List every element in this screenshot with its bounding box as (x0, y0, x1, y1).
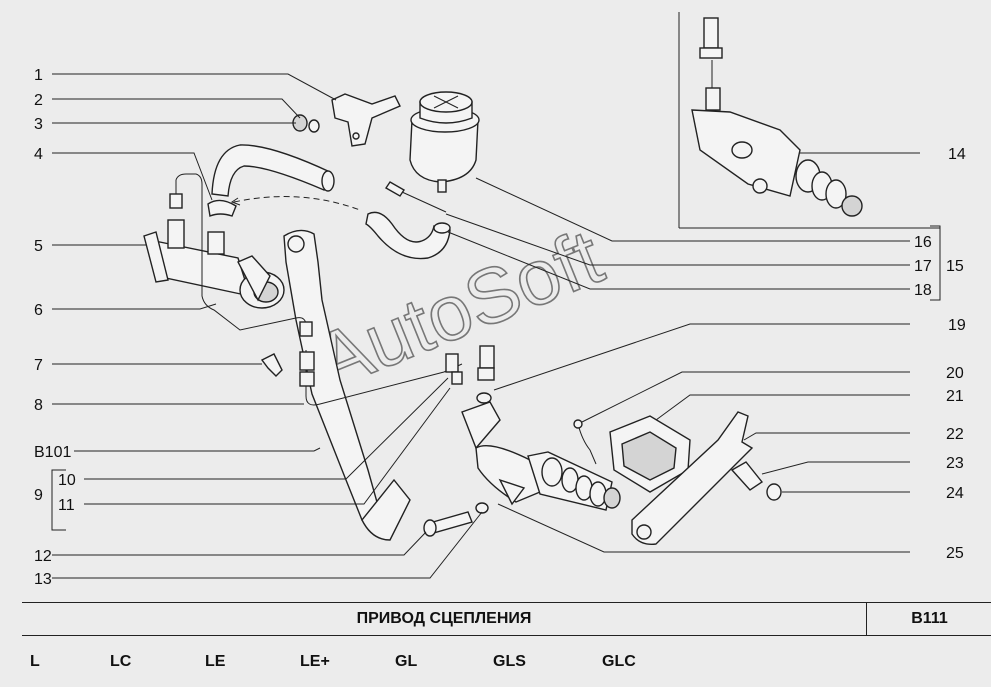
model-label: LE+ (300, 653, 330, 670)
bushing-part (730, 461, 782, 501)
callout-9: 9 (34, 487, 43, 504)
callout-21: 21 (946, 388, 964, 405)
model-label: GL (395, 653, 418, 670)
route-dashed-line (233, 196, 361, 211)
callout-20: 20 (946, 365, 964, 382)
callout-23: 23 (946, 455, 964, 472)
model-label: GLS (493, 653, 526, 670)
fittings-part (445, 345, 495, 404)
master-cylinder-part (143, 219, 285, 309)
callout-3: 3 (34, 116, 43, 133)
model-label: GLC (602, 653, 636, 670)
diagram-title: ПРИВОД СЦЕПЛЕНИЯ (22, 603, 867, 635)
model-label: LC (110, 653, 132, 670)
upper-hose-part (207, 144, 335, 217)
leader-lines (51, 73, 941, 579)
release-fork-part (631, 411, 754, 545)
callout-15: 15 (946, 258, 964, 275)
callout-19: 19 (948, 317, 966, 334)
nut-washer-part (292, 114, 320, 133)
clutch-drive-diagram: AutoSoft (34, 12, 966, 588)
callout-17: 17 (914, 258, 932, 275)
callout-2: 2 (34, 92, 43, 109)
inset-slave-cylinder-part (691, 17, 863, 217)
page-code: B111 (911, 610, 948, 627)
clutch-pipe-part (169, 173, 463, 406)
callout-18: 18 (914, 282, 932, 299)
callout-25: 25 (946, 545, 964, 562)
pedal-lever-part (283, 229, 411, 541)
callout-b101: B101 (34, 444, 71, 461)
clip-part (385, 181, 447, 213)
title-bar: ПРИВОД СЦЕПЛЕНИЯ B111 (22, 602, 991, 636)
callout-14: 14 (948, 146, 966, 163)
callout-11: 11 (58, 497, 75, 514)
callout-6: 6 (34, 302, 43, 319)
model-list: L LC LE LE+ GL GLS GLC (0, 650, 991, 678)
model-label: L (30, 653, 40, 670)
callout-16: 16 (914, 234, 932, 251)
callout-12: 12 (34, 548, 52, 565)
reservoir-part (409, 91, 480, 193)
callout-13: 13 (34, 571, 52, 588)
callout-5: 5 (34, 238, 43, 255)
model-label: LE (205, 653, 226, 670)
inset-frame (678, 12, 940, 229)
lower-hose-part (365, 211, 451, 260)
callout-22: 22 (946, 426, 964, 443)
callout-10: 10 (58, 472, 76, 489)
bracket-part (331, 93, 401, 147)
callout-1: 1 (34, 67, 43, 84)
callout-labels: 1 2 3 4 5 6 7 8 B101 9 10 11 12 13 14 16… (34, 67, 966, 588)
boot-part (573, 415, 691, 493)
bolt-washer-part (423, 502, 489, 537)
pipe-clip-part (260, 353, 283, 377)
callout-24: 24 (946, 485, 964, 502)
slave-cylinder-part (461, 401, 621, 511)
callout-4: 4 (34, 146, 43, 163)
callout-7: 7 (34, 357, 43, 374)
callout-8: 8 (34, 397, 43, 414)
